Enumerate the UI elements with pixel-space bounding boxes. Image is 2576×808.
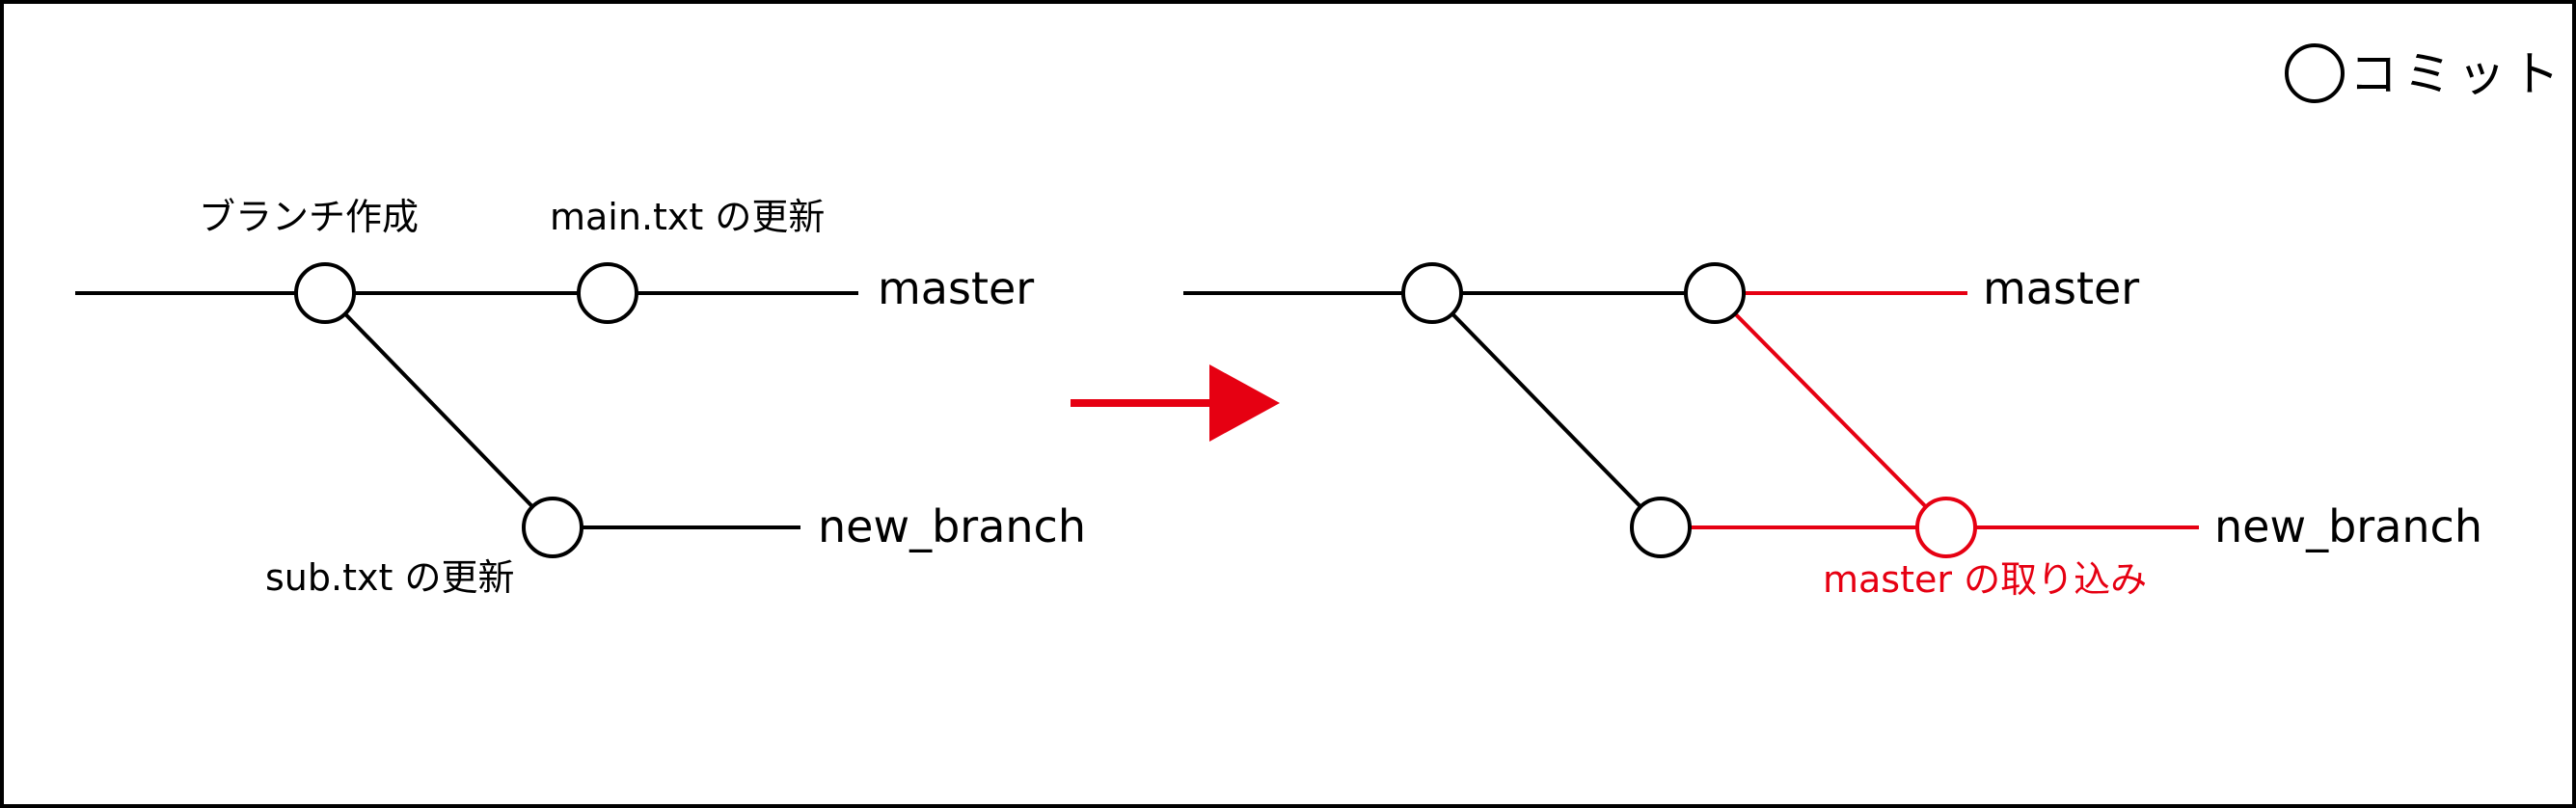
right-arrow-icon <box>1071 364 1280 442</box>
after-commit-merge <box>1915 497 1977 558</box>
after-branch-line <box>1430 291 1663 529</box>
before-commit-branch-point <box>294 262 356 324</box>
after-commit-sub-update <box>1630 497 1692 558</box>
legend: コミット <box>2285 43 2565 103</box>
after-merge-line <box>1713 291 1948 529</box>
after-diagram: master new_branch master の取り込み <box>1183 262 2482 601</box>
after-master-label: master <box>1983 262 2139 314</box>
branch-creation-label: ブランチ作成 <box>199 196 419 238</box>
sub-update-label: sub.txt の更新 <box>265 556 514 599</box>
commit-circle-icon <box>2285 43 2345 103</box>
merge-label: master の取り込み <box>1823 558 2147 601</box>
before-commit-main-update <box>577 262 638 324</box>
before-commit-sub-update <box>522 497 583 558</box>
main-update-label: main.txt の更新 <box>550 196 825 238</box>
after-commit-main-update <box>1684 262 1746 324</box>
legend-label: コミット <box>2349 46 2565 102</box>
before-branch-line <box>323 291 555 529</box>
before-diagram: ブランチ作成 main.txt の更新 sub.txt の更新 master n… <box>75 196 1086 599</box>
before-master-label: master <box>878 262 1034 314</box>
after-new-branch-label: new_branch <box>2214 500 2482 552</box>
before-new-branch-label: new_branch <box>818 500 1086 552</box>
after-commit-branch-point <box>1401 262 1463 324</box>
